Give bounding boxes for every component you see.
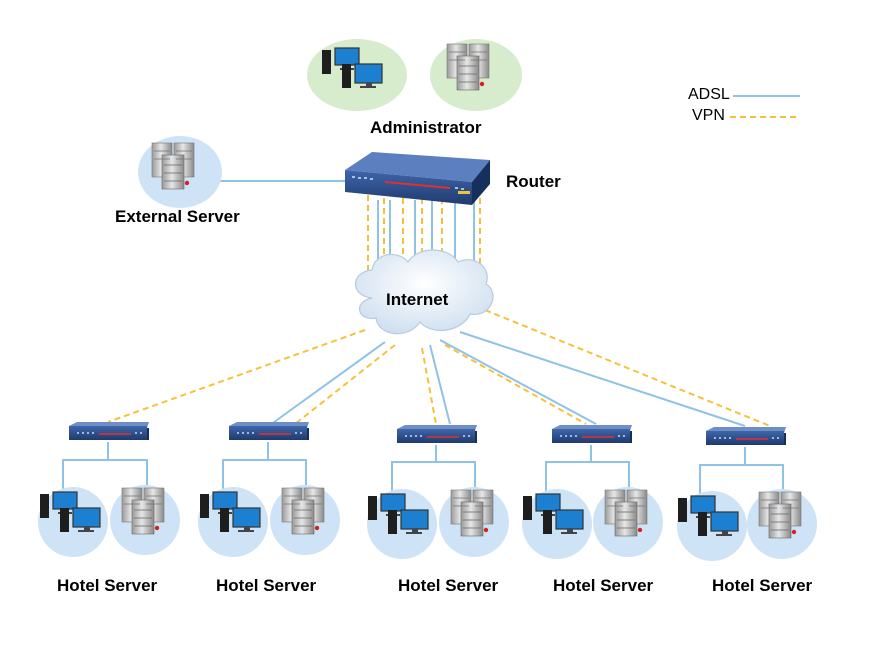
internet-cloud	[355, 249, 494, 335]
hotel-server-label-3: Hotel Server	[398, 576, 499, 595]
switch-5	[705, 426, 787, 446]
hotel-server-label-1: Hotel Server	[57, 576, 158, 595]
switch-3	[396, 424, 478, 444]
vpn-internet-switches	[107, 309, 771, 427]
adsl-internet-switches	[269, 331, 746, 427]
switch-4	[551, 424, 633, 444]
external-server-node	[138, 136, 222, 208]
internet-label: Internet	[386, 290, 449, 309]
adsl-lan-links	[62, 442, 784, 496]
legend-vpn-label: VPN	[692, 107, 725, 124]
hotel-server-label-5: Hotel Server	[712, 576, 813, 595]
router-node	[345, 152, 490, 205]
administrator-node	[307, 39, 522, 111]
switch-2	[228, 421, 310, 441]
router-label: Router	[506, 172, 561, 191]
hotel-endpoints	[38, 485, 817, 561]
adsl-router-internet	[377, 200, 475, 278]
legend-adsl-label: ADSL	[688, 86, 730, 103]
external-server-label: External Server	[115, 207, 240, 226]
hotel-server-label-2: Hotel Server	[216, 576, 317, 595]
administrator-label: Administrator	[370, 118, 482, 137]
hotel-server-label-4: Hotel Server	[553, 576, 654, 595]
switch-1	[68, 421, 150, 441]
hotel-switches	[68, 421, 787, 446]
